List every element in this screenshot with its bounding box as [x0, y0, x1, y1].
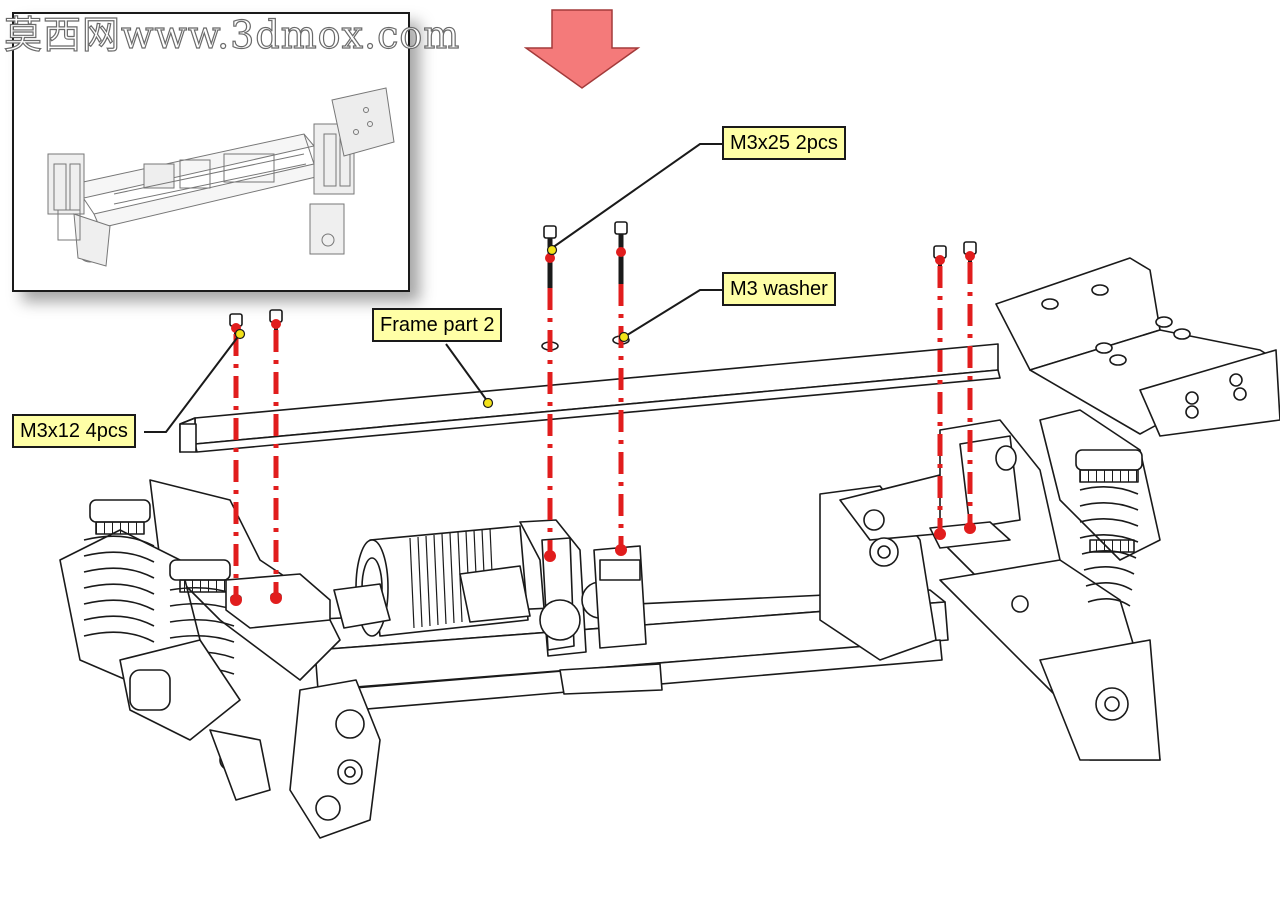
- callout-m3-washer: M3 washer: [722, 272, 836, 306]
- motor-mount: [519, 519, 647, 657]
- screw-m3x25-2: [614, 221, 628, 284]
- rear-wing: [995, 257, 1280, 437]
- overview-chassis-drawing: [47, 87, 395, 267]
- callout-m3x25: M3x25 2pcs: [722, 126, 846, 160]
- washers: [541, 335, 630, 351]
- down-arrow-icon: [524, 9, 641, 89]
- pointer-dots: [234, 244, 630, 409]
- overview-inset: [12, 12, 410, 292]
- callout-frame-part-2: Frame part 2: [372, 308, 503, 342]
- leader-lines: [144, 143, 726, 433]
- rear-suspension: [819, 409, 1161, 761]
- axis-lines: [233, 262, 973, 600]
- watermark-text: 莫西网www.3dmox.com: [3, 12, 461, 57]
- frame-part-2: [179, 343, 1001, 453]
- callout-m3x12: M3x12 4pcs: [12, 414, 136, 448]
- motor: [333, 525, 531, 637]
- axis-dots: [230, 247, 976, 606]
